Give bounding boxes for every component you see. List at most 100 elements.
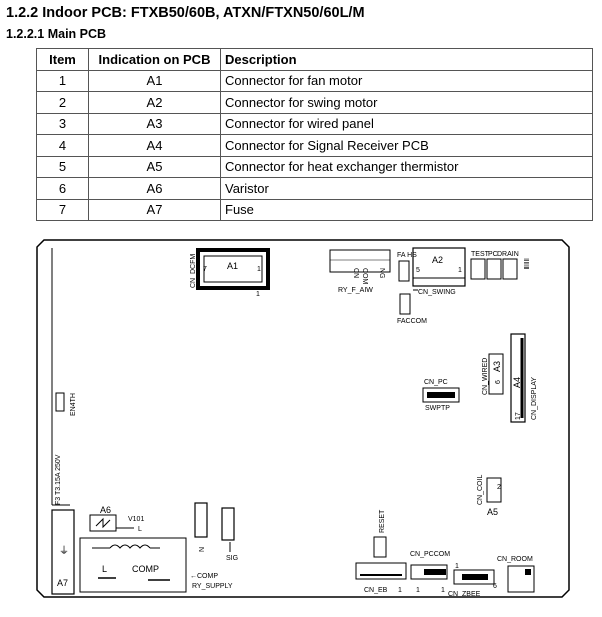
pc-pad [486, 258, 502, 280]
connector-a2 [412, 247, 466, 287]
label-side: ⅡⅡⅢ [522, 258, 529, 270]
label-en4th: EN4TH [70, 393, 77, 416]
fuse-a7 [51, 509, 75, 595]
label-pc: PC [488, 251, 498, 258]
pcb-outline [36, 239, 570, 598]
cell-description: Varistor [220, 177, 593, 200]
terminal-n [194, 502, 208, 538]
label-cn-dcfm: CN_DCFM [190, 254, 197, 288]
coil-symbol [109, 544, 151, 549]
connector-cn-room-pin [525, 569, 531, 575]
label-a3: A3 [492, 361, 502, 372]
label-ry-supply: RY_SUPPLY [192, 583, 233, 590]
label-test: TEST [471, 251, 490, 258]
fuse-symbol: ⏚ [59, 545, 69, 557]
connector-a4 [510, 333, 526, 423]
fan-hs-part [398, 260, 410, 282]
cell-description: Connector for wired panel [220, 112, 593, 135]
label-reset: RESET [379, 509, 386, 533]
subsection-heading: 1.2.2.1 Main PCB [6, 27, 107, 41]
label-a7: A7 [57, 578, 68, 588]
terminal-sig [221, 507, 235, 541]
connector-a1-inner [203, 255, 263, 283]
label-l-big: L [102, 564, 107, 574]
table-row: 7 A7 Fuse [36, 198, 593, 221]
label-a1: A1 [227, 261, 238, 271]
label-cn-zbee: CN_ZBEE [448, 591, 481, 598]
relay-block [329, 249, 391, 273]
cell-indication: A2 [88, 91, 221, 114]
en4th-part [55, 392, 65, 412]
cell-description: Fuse [220, 198, 593, 221]
label-comp-arrow: ←COMP [190, 573, 218, 580]
table-header-row: Item Indication on PCB Description [36, 48, 593, 71]
label-faccom: FACCOM [397, 318, 427, 325]
cell-indication: A1 [88, 69, 221, 92]
faccom-part [399, 293, 411, 315]
connector-cn-zbee-pins [462, 574, 488, 580]
cell-indication: A7 [88, 198, 221, 221]
connector-table: Item Indication on PCB Description 1 A1 … [36, 48, 593, 221]
connector-a3 [488, 353, 504, 395]
label-a4-pin: 17 [515, 412, 522, 420]
label-v101: V101 [128, 516, 144, 523]
reset-button [373, 536, 387, 558]
connector-cn-pc-pins [427, 392, 455, 398]
drain-pad [502, 258, 518, 280]
label-cn-room: CN_ROOM [497, 556, 533, 563]
label-a3-pin: 6 [495, 380, 502, 384]
label-a1-pin1: 1 [257, 266, 261, 273]
label-ry-f-aiw: RY_F_AIW [338, 287, 373, 294]
varistor-a6 [89, 514, 117, 532]
label-eb-pin1: 1 [398, 587, 402, 594]
label-fan-hs: FA HS [397, 252, 417, 259]
label-pccom-1b: 1 [441, 587, 445, 594]
label-a5: A5 [487, 507, 498, 517]
connector-a1 [196, 248, 270, 290]
label-a2-pin1: 1 [458, 267, 462, 274]
connector-cn-pccom [410, 564, 448, 580]
label-pc-sub: SWP [425, 405, 441, 412]
label-a2-pin5: 5 [416, 267, 420, 274]
connector-cn-eb [355, 562, 407, 580]
connector-cn-pc [422, 387, 460, 403]
coil-pin-2: 2 [497, 484, 501, 491]
table-row: 2 A2 Connector for swing motor [36, 91, 593, 114]
label-ng: NG [378, 268, 385, 279]
label-drain: DRAIN [497, 251, 519, 258]
connector-cn-zbee [453, 569, 495, 585]
label-cn-pc: CN_PC [424, 379, 448, 386]
label-zbee-1: 1 [455, 563, 459, 570]
label-cn: CN [352, 268, 359, 278]
label-sig: SIG [226, 555, 238, 562]
label-l-small: L [138, 526, 142, 533]
label-cn-swing: CN_SWING [418, 289, 456, 296]
label-a6: A6 [100, 505, 111, 515]
cell-description: Connector for swing motor [220, 91, 593, 114]
varistor-symbol [95, 517, 111, 529]
label-n: N [199, 547, 206, 552]
table-row: 6 A6 Varistor [36, 177, 593, 200]
label-com: COM [361, 268, 368, 285]
label-cn-pccom: CN_PCCOM [410, 551, 450, 558]
label-cn-wired: CN_WIRED [482, 358, 489, 395]
label-cn-coil: CN_COIL [477, 475, 484, 505]
column-header-item: Item [36, 48, 89, 71]
comp-relay [79, 537, 187, 593]
label-pc-tp: TP [441, 405, 450, 412]
label-a2: A2 [432, 255, 443, 265]
connector-cn-pccom-pins [424, 569, 446, 575]
table-row: 1 A1 Connector for fan motor [36, 69, 593, 92]
test-pad [470, 258, 486, 280]
column-header-description: Description [220, 48, 593, 71]
connector-cn-room [507, 565, 535, 593]
label-a4: A4 [512, 377, 522, 388]
column-header-indication: Indication on PCB [88, 48, 221, 71]
connector-a5 [486, 477, 502, 503]
section-heading: 1.2.2 Indoor PCB: FTXB50/60B, ATXN/FTXN5… [6, 5, 365, 21]
label-a1-pin7: 7 [203, 266, 207, 273]
label-zbee-6: 6 [493, 583, 497, 590]
label-pccom-1a: 1 [416, 587, 420, 594]
label-a1-pin1b: 1 [256, 291, 260, 298]
